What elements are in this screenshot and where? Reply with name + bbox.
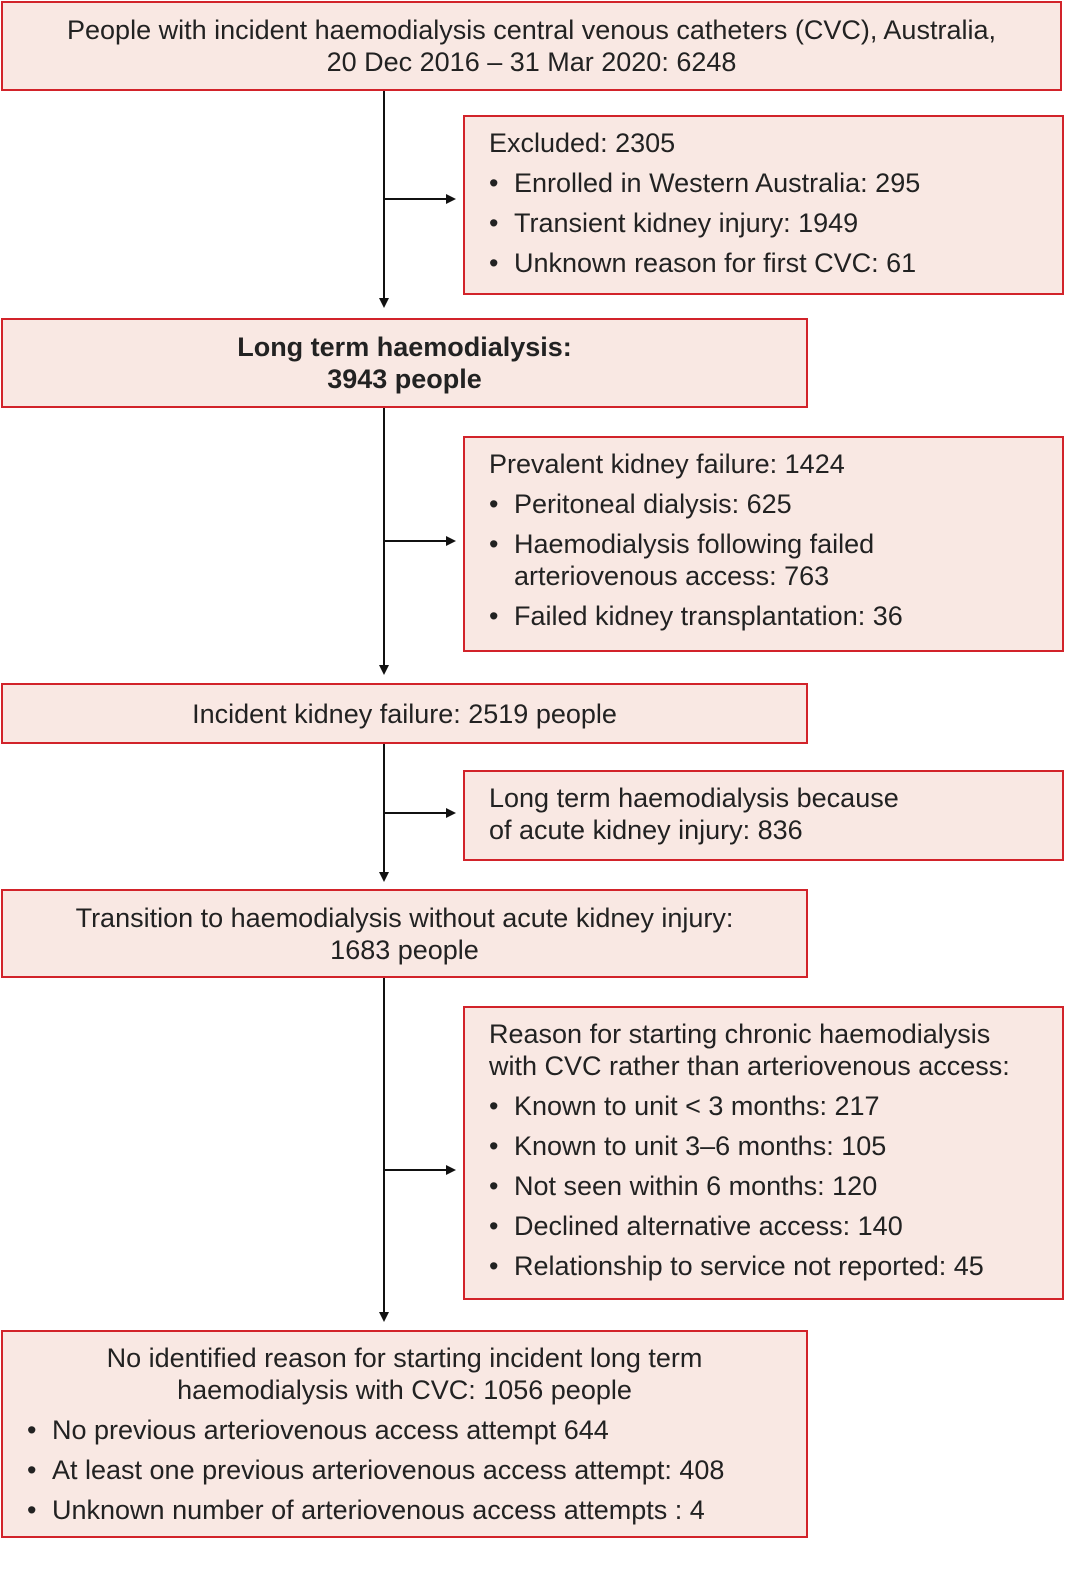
- prevalent-item: Failed kidney transplantation: 36: [489, 600, 1062, 632]
- transition-line1: Transition to haemodialysis without acut…: [75, 902, 734, 933]
- acute-line1: Long term haemodialysis because: [489, 783, 899, 813]
- incident-line1: Incident kidney failure: 2519 people: [192, 698, 617, 729]
- final-item: Unknown number of arteriovenous access a…: [27, 1494, 806, 1526]
- transition-line2: 1683 people: [330, 934, 479, 965]
- reason-item: Declined alternative access: 140: [489, 1210, 1062, 1242]
- reason-item: Known to unit 3–6 months: 105: [489, 1130, 1062, 1162]
- prevalent-list: Peritoneal dialysis: 625 Haemodialysis f…: [489, 488, 1062, 632]
- final-list: No previous arteriovenous access attempt…: [3, 1414, 806, 1526]
- prevalent-item: Peritoneal dialysis: 625: [489, 488, 1062, 520]
- incident-box: Incident kidney failure: 2519 people: [1, 683, 808, 744]
- reason-item: Relationship to service not reported: 45: [489, 1250, 1062, 1282]
- reason-item: Known to unit < 3 months: 217: [489, 1090, 1062, 1122]
- start-line1: People with incident haemodialysis centr…: [67, 15, 996, 45]
- long-term-line1: Long term haemodialysis:: [237, 332, 572, 362]
- excluded-heading: Excluded: 2305: [489, 128, 676, 158]
- reason-heading-line2: with CVC rather than arteriovenous acces…: [489, 1051, 1010, 1081]
- reason-item: Not seen within 6 months: 120: [489, 1170, 1062, 1202]
- reason-box: Reason for starting chronic haemodialysi…: [463, 1006, 1064, 1300]
- transition-box: Transition to haemodialysis without acut…: [1, 889, 808, 978]
- reason-heading-line1: Reason for starting chronic haemodialysi…: [489, 1019, 991, 1049]
- final-item: No previous arteriovenous access attempt…: [27, 1414, 806, 1446]
- long-term-box: Long term haemodialysis: 3943 people: [1, 318, 808, 408]
- prevalent-item: Haemodialysis following failed arteriove…: [489, 528, 934, 592]
- final-line2: haemodialysis with CVC: 1056 people: [177, 1375, 632, 1405]
- final-box: No identified reason for starting incide…: [1, 1330, 808, 1538]
- excluded-list: Enrolled in Western Australia: 295 Trans…: [489, 167, 1062, 279]
- acute-line2: of acute kidney injury: 836: [489, 815, 803, 845]
- final-heading: No identified reason for starting incide…: [3, 1342, 806, 1406]
- start-line2: 20 Dec 2016 – 31 Mar 2020: 6248: [326, 47, 737, 77]
- excluded-item: Transient kidney injury: 1949: [489, 207, 1062, 239]
- final-item: At least one previous arteriovenous acce…: [27, 1454, 806, 1486]
- final-line1: No identified reason for starting incide…: [106, 1343, 703, 1373]
- prevalent-box: Prevalent kidney failure: 1424 Peritonea…: [463, 436, 1064, 652]
- start-box: People with incident haemodialysis centr…: [1, 1, 1062, 91]
- acute-box: Long term haemodialysis because of acute…: [463, 770, 1064, 861]
- long-term-line2: 3943 people: [327, 364, 482, 394]
- prevalent-heading: Prevalent kidney failure: 1424: [489, 449, 845, 479]
- excluded-item: Enrolled in Western Australia: 295: [489, 167, 1062, 199]
- reason-list: Known to unit < 3 months: 217 Known to u…: [489, 1090, 1062, 1282]
- excluded-item: Unknown reason for first CVC: 61: [489, 247, 1062, 279]
- excluded-box: Excluded: 2305 Enrolled in Western Austr…: [463, 115, 1064, 295]
